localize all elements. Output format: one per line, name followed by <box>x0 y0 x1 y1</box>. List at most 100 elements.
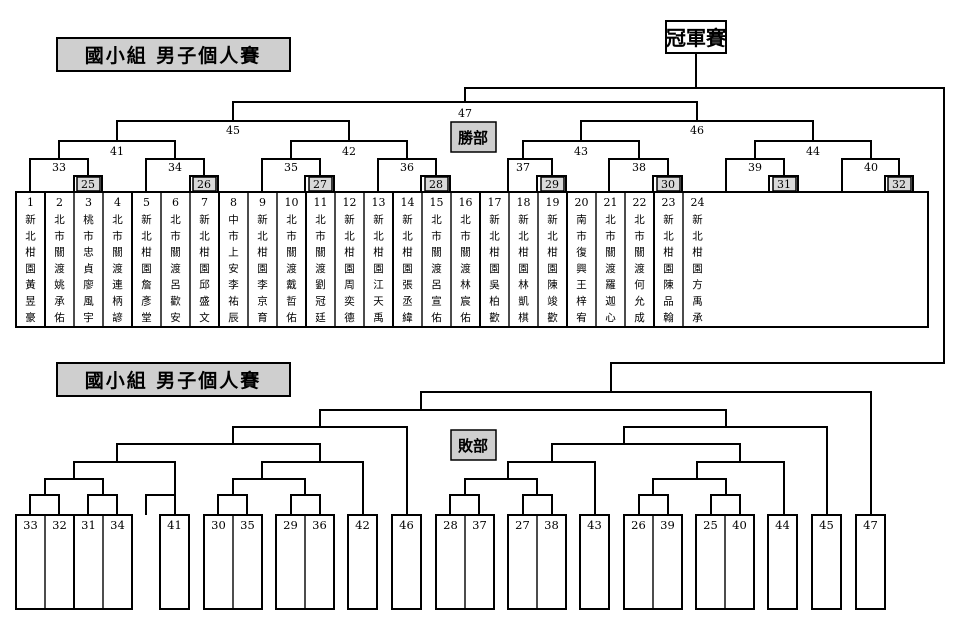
match-number: 41 <box>110 145 124 158</box>
player-name-char: 北 <box>199 230 210 242</box>
player-name-char: 李 <box>228 278 239 291</box>
player-name-char: 呂 <box>431 279 442 291</box>
player-name-char: 竣 <box>547 295 558 308</box>
player-seed: 21 <box>604 196 618 209</box>
winners-match-numbers: 25 26 27 28 29 30 31 32 33 34 35 36 37 3… <box>52 107 912 192</box>
player-seed: 22 <box>633 196 647 209</box>
player-seed: 24 <box>691 196 705 209</box>
player-name-char: 梓 <box>576 295 587 308</box>
player-seed: 11 <box>314 196 328 209</box>
player-name-char: 柑 <box>373 246 384 259</box>
player-name-char: 北 <box>605 214 616 226</box>
match-number: 34 <box>168 161 182 174</box>
player-name-char: 新 <box>25 213 36 226</box>
winners-bracket-label: 勝部 <box>450 121 497 153</box>
player-name-char: 北 <box>547 230 558 242</box>
player-name-char: 成 <box>634 312 645 324</box>
player-name-char: 奕 <box>344 295 355 308</box>
player-name-char: 連 <box>112 278 123 291</box>
player-name-char: 周 <box>344 279 355 291</box>
loser-slot-number: 45 <box>819 518 834 532</box>
player-seed: 17 <box>488 196 502 209</box>
player-name-char: 渡 <box>286 262 297 275</box>
player-name-char: 市 <box>315 229 326 242</box>
player-name-char: 翰 <box>663 311 674 324</box>
player-name-char: 關 <box>315 247 326 259</box>
player-name-char: 佑 <box>286 311 297 324</box>
player-name-char: 北 <box>692 230 703 242</box>
championship-label: 冠軍賽 <box>666 26 727 50</box>
player-name-char: 北 <box>634 214 645 226</box>
match-number: 26 <box>197 178 211 191</box>
player-seed: 23 <box>662 196 676 209</box>
loser-slot-box <box>391 514 422 610</box>
player-name-char: 緯 <box>402 311 413 324</box>
player-name-char: 京 <box>257 295 268 308</box>
player-name-char: 北 <box>25 230 36 242</box>
loser-slot-number: 25 <box>703 518 718 532</box>
player-name-char: 市 <box>112 229 123 242</box>
player-name-char: 新 <box>692 213 703 226</box>
player-name-char: 市 <box>460 229 471 242</box>
loser-slot-number: 31 <box>81 518 96 532</box>
player-name-char: 哲 <box>286 296 297 308</box>
player-name-char: 盛 <box>199 295 210 308</box>
player-name-char: 安 <box>170 311 181 324</box>
loser-slot-number: 30 <box>211 518 226 532</box>
winners-bracket-lines <box>29 53 945 392</box>
player-name-char: 歡 <box>170 295 181 308</box>
player-name-char: 戴 <box>286 278 297 291</box>
player-name-char: 北 <box>402 230 413 242</box>
player-seed: 5 <box>143 196 150 209</box>
player-name-char: 柑 <box>518 246 529 259</box>
player-name-char: 新 <box>402 213 413 226</box>
player-list: 1新北柑園黃昱豪2北市關渡姚承佑3桃市忠貞廖風宇4北市關渡連柄諺5新北柑園詹彥堂… <box>15 191 929 328</box>
player-name-char: 承 <box>54 296 65 308</box>
match-number: 40 <box>864 161 878 174</box>
player-name-char: 北 <box>518 230 529 242</box>
player-name-char: 歡 <box>547 311 558 324</box>
player-name-char: 凱 <box>518 296 529 308</box>
player-name-char: 柑 <box>489 246 500 259</box>
match-number: 44 <box>806 145 820 158</box>
loser-slot-box <box>811 514 842 610</box>
player-name-char: 渡 <box>460 262 471 275</box>
player-name-char: 安 <box>228 262 239 275</box>
player-name-char: 北 <box>257 230 268 242</box>
player-name-char: 園 <box>663 263 674 275</box>
player-name-char: 渡 <box>634 262 645 275</box>
player-name-char: 陳 <box>663 279 674 291</box>
player-seed: 12 <box>343 196 357 209</box>
player-name-char: 忠 <box>83 247 94 259</box>
winners-bracket-text: 勝部 <box>458 129 488 147</box>
player-seed: 10 <box>285 196 299 209</box>
losers-bracket-label: 敗部 <box>450 429 497 461</box>
player-name-char: 新 <box>489 213 500 226</box>
player-seed: 7 <box>201 196 208 209</box>
player-name-char: 復 <box>576 246 587 259</box>
player-seed: 18 <box>517 196 531 209</box>
match-number: 32 <box>892 178 906 191</box>
player-name-char: 園 <box>373 263 384 275</box>
match-number: 43 <box>574 145 588 158</box>
player-name-char: 桃 <box>83 213 94 226</box>
player-name-char: 昱 <box>25 296 36 308</box>
player-seed: 3 <box>85 196 92 209</box>
player-name-char: 關 <box>54 247 65 259</box>
player-name-char: 渡 <box>112 262 123 275</box>
loser-slot-box <box>347 514 378 610</box>
match-number: 31 <box>777 178 791 191</box>
player-name-char: 承 <box>692 312 703 324</box>
player-name-char: 北 <box>431 214 442 226</box>
match-number: 39 <box>748 161 762 174</box>
player-name-char: 關 <box>634 247 645 259</box>
